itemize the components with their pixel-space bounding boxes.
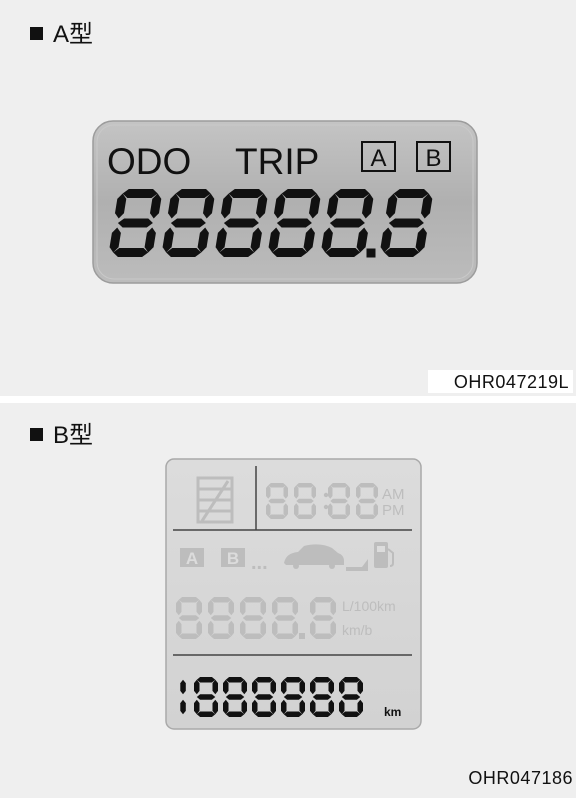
- odo-digit: [339, 677, 363, 717]
- bullet-square-icon: [30, 428, 43, 442]
- road-icon: [346, 559, 368, 571]
- pm-label: PM: [382, 502, 405, 519]
- fuel-digit: [240, 597, 266, 639]
- digit-segment-8: [268, 189, 321, 257]
- fuel-digit: [208, 597, 234, 639]
- trip-label: TRIP: [235, 141, 319, 182]
- odo-digit: [223, 677, 247, 717]
- odometer-digits-b: [180, 677, 363, 717]
- trip-b-b-letter: B: [227, 549, 239, 568]
- trip-b-b-box: [221, 548, 245, 567]
- clock-digit: [356, 483, 378, 519]
- trip-b-letter: B: [425, 145, 441, 172]
- lcd-display-a: ODO TRIP A B: [92, 120, 478, 284]
- fuel-digit: [176, 597, 202, 639]
- car-icon: [284, 544, 344, 565]
- lcd-b-frame: [165, 458, 422, 730]
- digit-segment-8: [109, 189, 162, 257]
- trip-b-a-letter: A: [186, 549, 198, 568]
- trip-b-box: [416, 141, 451, 172]
- digit-segment-8: [380, 189, 433, 257]
- odo-digit: [252, 677, 276, 717]
- trip-b-a-box: [180, 548, 204, 567]
- bullet-square-icon: [30, 27, 43, 41]
- clock-digit: [294, 483, 316, 519]
- digit-segment-8: [321, 189, 374, 257]
- fuel-gauge-icon: [196, 476, 234, 524]
- clock-colon-top: [323, 492, 329, 498]
- digit-segment-8: [215, 189, 268, 257]
- odo-digit: [180, 679, 186, 715]
- fuel-decimal-point: [299, 633, 305, 639]
- panel-a: A型 ODO TRIP A B OHR047219L: [0, 0, 576, 396]
- odo-digit: [310, 677, 334, 717]
- decimal-point: [366, 248, 376, 258]
- fuel-digit: [310, 597, 336, 639]
- fuel-economy-digits: [176, 597, 336, 639]
- am-label: AM: [382, 486, 405, 503]
- unit-l100km: L/100km: [342, 598, 396, 614]
- panel-b: B型 AM PM A B ...: [0, 403, 576, 798]
- odo-digit: [281, 677, 305, 717]
- lcd-display-b: AM PM A B ... L/100km km/b km: [165, 458, 422, 730]
- digit-segment-8: [162, 189, 215, 257]
- trip-a-letter: A: [370, 145, 386, 172]
- panel-a-title-text: A型: [53, 21, 94, 48]
- figure-code-b: OHR047186: [468, 768, 573, 788]
- odo-label: ODO: [107, 141, 191, 182]
- fuel-digit: [272, 597, 298, 639]
- clock-digit: [328, 483, 350, 519]
- fuel-pump-icon: [374, 542, 394, 568]
- panel-b-title: B型: [30, 415, 93, 450]
- trip-a-box: [361, 141, 396, 172]
- lcd-a-frame: [92, 120, 478, 284]
- panel-b-title-text: B型: [53, 422, 94, 449]
- range-dots: ...: [251, 552, 268, 574]
- clock-digit: [266, 483, 288, 519]
- odo-digit: [194, 677, 218, 717]
- figure-code-a: OHR047219L: [427, 370, 573, 393]
- odometer-digits-a: [109, 189, 433, 258]
- clock-colon-bottom: [323, 504, 329, 510]
- clock-digits: [266, 483, 378, 519]
- unit-kmb: km/b: [342, 622, 373, 638]
- km-label: km: [384, 705, 401, 719]
- panel-a-title: A型: [30, 14, 93, 49]
